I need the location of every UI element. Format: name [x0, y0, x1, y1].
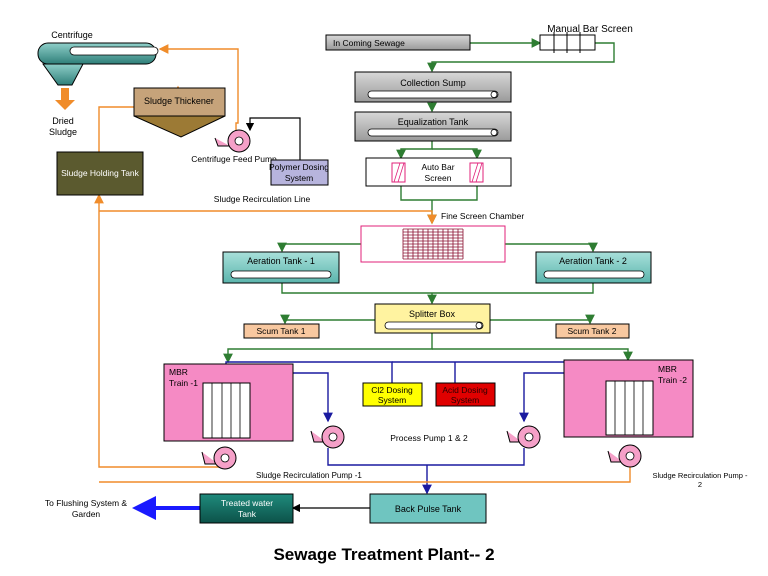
dried-sludge-label-2: Sludge [49, 127, 77, 137]
manual-bar-screen-label: Manual Bar Screen [547, 24, 633, 35]
scum-tank-1-label: Scum Tank 1 [257, 326, 306, 336]
svg-text:MBR: MBR [169, 367, 188, 377]
svg-text:Train -2: Train -2 [658, 375, 687, 385]
svg-text:Train -1: Train -1 [169, 378, 198, 388]
mbr-train-2-label-2: Train -2 [658, 375, 687, 385]
splitter-box: Splitter Box [374, 303, 491, 334]
incoming-sewage: In Coming Sewage [325, 34, 471, 51]
diagram-title: Sewage Treatment Plant-- 2 [273, 545, 494, 564]
aeration-tank-1: Aeration Tank - 1 [222, 251, 340, 284]
mbr-train-2: MBR Train -2 [563, 359, 694, 438]
back-pulse-tank: Back Pulse Tank [369, 493, 487, 524]
mbr-train-1-label: MBR [169, 367, 188, 377]
svg-text:Auto Bar: Auto Bar [421, 162, 454, 172]
fine-screen-chamber-label: Fine Screen Chamber [441, 211, 524, 221]
centrifuge: Centrifuge [37, 30, 159, 86]
manual-bar-screen: Manual Bar Screen [539, 24, 633, 53]
centrifuge-feed-pump-icon [214, 129, 251, 153]
treated-water-tank: Treated water Tank [199, 493, 294, 524]
polymer-dosing-system: Polymer Dosing System [269, 159, 329, 186]
cl2-dosing-system: Cl2 Dosing System [362, 382, 423, 407]
centrifuge-feed-pump-label: Centrifuge Feed Pump [191, 154, 277, 164]
svg-text:System: System [285, 173, 313, 183]
sludge-thickener-label: Sludge Thickener [144, 96, 214, 106]
svg-text:Garden: Garden [72, 509, 101, 519]
svg-text:System: System [378, 395, 406, 405]
sludge-holding-tank-label: Sludge Holding Tank [61, 168, 140, 178]
acid-dosing-label-2: System [451, 395, 479, 405]
aeration-tank-2-label: Aeration Tank - 2 [559, 256, 627, 266]
auto-bar-screen-label-2: Screen [425, 173, 452, 183]
scum-tank-2-label: Scum Tank 2 [568, 326, 617, 336]
process-pump-2-icon [506, 425, 541, 449]
polymer-dosing-label-2: System [285, 173, 313, 183]
sludge-recirculation-pump-2-label-2: 2 [698, 480, 702, 489]
sludge-thickener: Sludge Thickener [133, 87, 226, 138]
back-pulse-tank-label: Back Pulse Tank [395, 504, 462, 514]
scum-tank-1: Scum Tank 1 [243, 323, 320, 339]
svg-text:Screen: Screen [425, 173, 452, 183]
svg-text:Polymer Dosing: Polymer Dosing [269, 162, 329, 172]
centrifuge-label: Centrifuge [51, 30, 93, 40]
svg-text:Sludge Recirculation Pump -: Sludge Recirculation Pump - [652, 471, 748, 480]
sludge-recirculation-pump-1-label: Sludge Recirculation Pump -1 [256, 471, 362, 480]
sludge-recirculation-pump-1-icon [201, 446, 237, 470]
svg-text:To Flushing System &: To Flushing System & [45, 498, 128, 508]
aeration-tank-1-label: Aeration Tank - 1 [247, 256, 315, 266]
dried-sludge-label: Dried [52, 116, 74, 126]
sludge-recirculation-line-label: Sludge Recirculation Line [214, 194, 311, 204]
process-pump-label: Process Pump 1 & 2 [390, 433, 468, 443]
svg-text:Tank: Tank [238, 509, 257, 519]
flushing-system-label: To Flushing System & [45, 498, 128, 508]
equalization-tank-label: Equalization Tank [398, 117, 469, 127]
svg-text:MBR: MBR [658, 364, 677, 374]
svg-text:2: 2 [698, 480, 702, 489]
incoming-sewage-label: In Coming Sewage [333, 38, 405, 48]
mbr-train-2-label: MBR [658, 364, 677, 374]
aeration-tank-2: Aeration Tank - 2 [535, 251, 652, 284]
cl2-dosing-label: Cl2 Dosing [371, 385, 413, 395]
mbr-train-1: MBR Train -1 [163, 363, 294, 442]
treated-water-tank-label-2: Tank [238, 509, 257, 519]
green-flow-lines [223, 38, 633, 364]
treated-water-tank-label: Treated water [221, 498, 273, 508]
sludge-recirculation-pump-2-icon [607, 444, 642, 468]
svg-text:System: System [451, 395, 479, 405]
auto-bar-screen-label: Auto Bar [421, 162, 454, 172]
fine-screen-grid [402, 228, 464, 260]
mbr-train-1-label-2: Train -1 [169, 378, 198, 388]
acid-dosing-label: Acid Dosing [442, 385, 488, 395]
cl2-dosing-label-2: System [378, 395, 406, 405]
svg-text:Cl2 Dosing: Cl2 Dosing [371, 385, 413, 395]
svg-text:Acid Dosing: Acid Dosing [442, 385, 488, 395]
flushing-system-label-2: Garden [72, 509, 101, 519]
polymer-dosing-line [245, 117, 301, 160]
equalization-tank: Equalization Tank [354, 111, 512, 142]
splitter-box-label: Splitter Box [409, 309, 456, 319]
sludge-holding-tank: Sludge Holding Tank [56, 151, 144, 196]
collection-sump: Collection Sump [354, 71, 512, 103]
collection-sump-label: Collection Sump [400, 78, 466, 88]
acid-dosing-system: Acid Dosing System [435, 382, 496, 407]
scum-tank-2: Scum Tank 2 [555, 323, 630, 339]
fine-screen-chamber [360, 225, 506, 263]
svg-text:Treated water: Treated water [221, 498, 273, 508]
process-pump-1-icon [310, 425, 345, 449]
polymer-dosing-label: Polymer Dosing [269, 162, 329, 172]
sludge-recirculation-pump-2-label: Sludge Recirculation Pump - [652, 471, 748, 480]
dried-sludge-arrow [55, 88, 75, 110]
auto-bar-screen: Auto Bar Screen [365, 157, 512, 187]
